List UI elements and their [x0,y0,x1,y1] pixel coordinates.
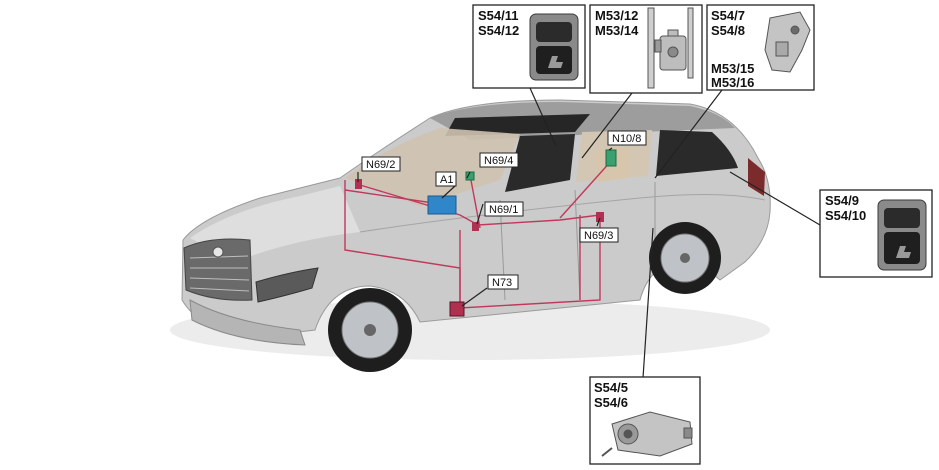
module-n69-2 [355,179,362,189]
box-label-m53-14: M53/14 [595,23,639,38]
lock-cylinder-icon [601,411,693,457]
svg-text:N69/4: N69/4 [484,155,513,167]
callout-box-s54-7: S54/7 S54/8 M53/15 M53/16 [706,4,815,91]
rear-quarter-window [656,130,738,176]
tag-n73: N73 [487,274,519,290]
callout-box-m53-12: M53/12 M53/14 [589,4,703,94]
callout-leaders [357,87,821,379]
front-side-window [505,134,575,192]
box-label-s54-12: S54/12 [478,23,519,38]
seat-motor-icon [647,7,694,89]
front-grille [183,238,253,301]
tag-n69-4: N69/4 [479,152,519,168]
box-label-s54-8: S54/8 [711,23,745,38]
svg-text:N69/2: N69/2 [366,159,395,171]
box-label-s54-11: S54/11 [478,8,519,23]
box-label-s54-10: S54/10 [825,208,866,223]
windshield [345,128,520,206]
rear-wheel [649,222,721,294]
tag-n10-8: N10/8 [607,130,647,146]
svg-text:A1: A1 [440,174,453,186]
callout-box-s54-5: S54/5 S54/6 [589,376,701,465]
box-label-s54-9: S54/9 [825,193,859,208]
svg-text:N69/1: N69/1 [489,204,518,216]
module-n69-1 [472,222,479,231]
component-tags: N69/2 N69/4 A1 N10/8 N69/1 N69/3 N73 [361,130,647,290]
svg-text:N73: N73 [492,277,512,289]
tag-a1: A1 [435,171,457,187]
module-n69-3 [596,212,604,222]
headlight [255,267,319,303]
front-wheel [328,288,412,372]
seat-switch-icon [877,199,927,271]
tag-n69-2: N69/2 [361,156,401,172]
module-n10-8 [605,149,617,167]
svg-text:N69/3: N69/3 [584,230,613,242]
callout-box-s54-9: S54/9 S54/10 [819,189,933,278]
box-label-s54-5: S54/5 [594,380,628,395]
module-a1 [427,195,457,215]
tag-n69-3: N69/3 [579,227,619,243]
module-n73 [449,301,465,317]
box-label-m53-15: M53/15 [711,61,754,76]
box-label-m53-16: M53/16 [711,75,754,90]
svg-text:N10/8: N10/8 [612,133,641,145]
box-label-m53-12: M53/12 [595,8,638,23]
box-label-s54-7: S54/7 [711,8,745,23]
box-label-s54-6: S54/6 [594,395,628,410]
car-illustration [170,99,771,372]
brand-emblem [212,246,224,258]
callout-box-s54-11: S54/11 S54/12 [472,4,586,89]
tag-n69-1: N69/1 [484,201,524,217]
seat-lock-icon [764,11,811,73]
on-car-modules [355,149,617,317]
seat-switch-icon [529,13,579,81]
